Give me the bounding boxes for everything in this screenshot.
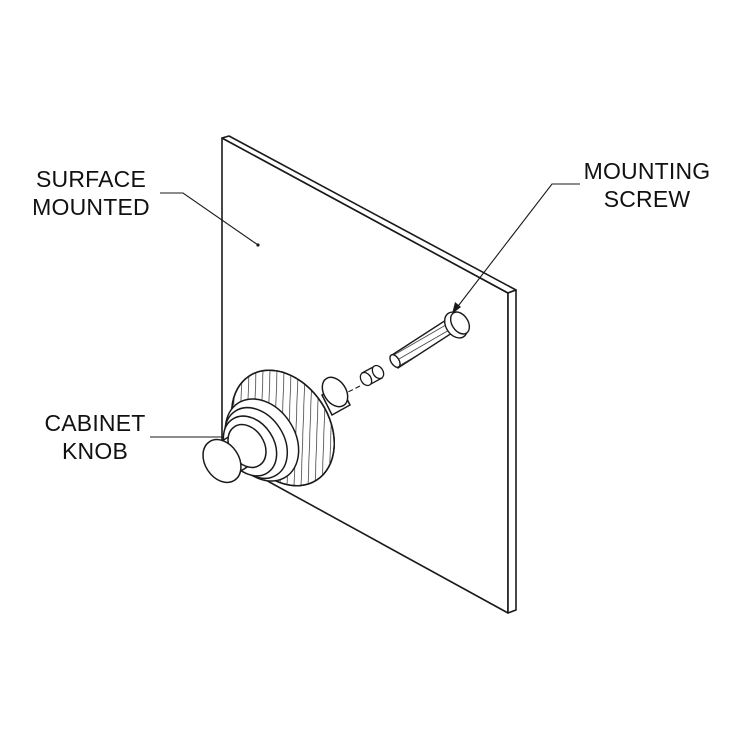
label-mounting-screw: MOUNTING SCREW — [582, 157, 712, 213]
axis-centerline — [343, 385, 361, 395]
label-mounting-screw-line1: MOUNTING — [583, 158, 711, 184]
mounting-screw — [389, 311, 471, 370]
label-cabinet-knob: CABINET KNOB — [30, 409, 160, 465]
label-surface-mounted: SURFACE MOUNTED — [22, 165, 160, 221]
knob-front-face — [202, 438, 242, 484]
cabinet-knob — [202, 369, 351, 487]
label-cabinet-knob-line2: KNOB — [62, 438, 128, 464]
label-cabinet-knob-line1: CABINET — [44, 410, 146, 436]
label-surface-mounted-line1: SURFACE — [35, 166, 147, 192]
leader-arrowhead-screw — [452, 302, 461, 314]
leader-surface-mounted — [160, 192, 259, 246]
label-surface-mounted-line2: MOUNTED — [32, 194, 150, 220]
leader-mounting-screw — [451, 183, 580, 315]
spacer-nut — [359, 364, 385, 387]
label-mounting-screw-line2: SCREW — [603, 186, 691, 212]
